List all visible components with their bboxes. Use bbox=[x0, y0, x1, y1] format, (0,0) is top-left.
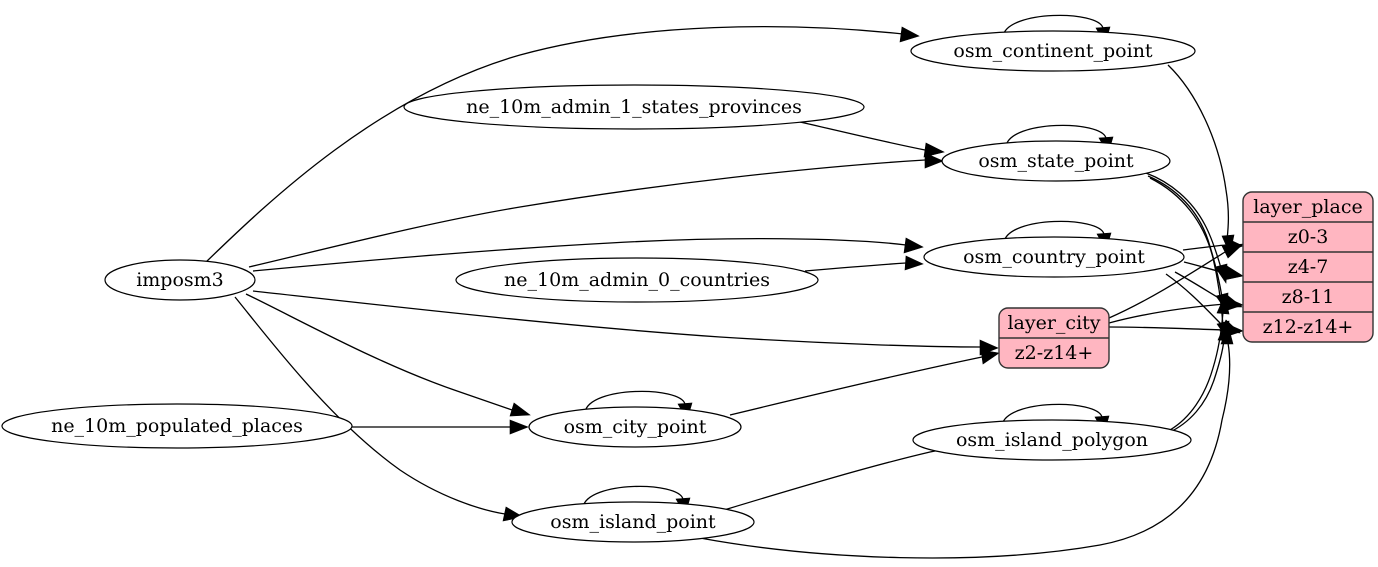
edge-osm-island-polygon-to-layer-place-z8-11 bbox=[1169, 294, 1230, 431]
record-row-layer-city-title: layer_city bbox=[1007, 312, 1100, 334]
node-ne-10m-populated-places[interactable]: ne_10m_populated_places bbox=[1, 403, 353, 449]
node-label-imposm3: imposm3 bbox=[136, 269, 224, 291]
node-label-ne-10m-admin-0-countries: ne_10m_admin_0_countries bbox=[504, 269, 770, 291]
edge-osm-country-point-to-layer-place-z4-7 bbox=[1183, 261, 1244, 281]
node-imposm3[interactable]: imposm3 bbox=[104, 259, 256, 301]
node-osm-island-point[interactable]: osm_island_point bbox=[511, 501, 755, 543]
node-label-osm-island-polygon: osm_island_polygon bbox=[956, 429, 1148, 451]
record-node-layer-city[interactable]: layer_city z2-z14+ bbox=[998, 307, 1110, 369]
node-osm-island-polygon[interactable]: osm_island_polygon bbox=[912, 419, 1192, 461]
node-label-ne-10m-populated-places: ne_10m_populated_places bbox=[51, 415, 303, 437]
node-osm-city-point[interactable]: osm_city_point bbox=[528, 406, 742, 448]
node-label-ne-10m-admin-1-states-provinces: ne_10m_admin_1_states_provinces bbox=[466, 96, 802, 118]
edge-imposm3-to-osm-state-point bbox=[248, 152, 944, 268]
record-row-layer-place-z8-11[interactable]: z8-11 bbox=[1282, 286, 1335, 308]
record-row-layer-place-z12-z14[interactable]: z12-z14+ bbox=[1263, 316, 1354, 338]
edge-layer-city-to-layer-place-z0-3 bbox=[1108, 243, 1244, 319]
record-row-layer-place-z4-7[interactable]: z4-7 bbox=[1288, 256, 1329, 278]
node-osm-continent-point[interactable]: osm_continent_point bbox=[910, 30, 1196, 72]
node-layer: imposm3 ne_10m_admin_1_states_provinces … bbox=[1, 30, 1196, 543]
edge-imposm3-to-osm-country-point bbox=[252, 237, 924, 272]
record-node-layer-place[interactable]: layer_place z0-3 z4-7 z8-11 z12-z14+ bbox=[1242, 191, 1374, 343]
node-label-osm-state-point: osm_state_point bbox=[978, 150, 1134, 172]
edge-osm-island-polygon-to-layer-place-z12-z14 bbox=[1167, 321, 1231, 434]
record-row-layer-place-z0-3[interactable]: z0-3 bbox=[1288, 226, 1329, 248]
node-ne-10m-admin-0-countries[interactable]: ne_10m_admin_0_countries bbox=[455, 257, 819, 303]
edge-ne-countries-to-osm-country-point bbox=[804, 255, 924, 272]
edge-imposm3-to-osm-city-point bbox=[245, 293, 531, 417]
record-row-layer-city-z2-z14[interactable]: z2-z14+ bbox=[1015, 342, 1094, 364]
edge-ne-populated-to-osm-city-point bbox=[352, 419, 529, 435]
node-label-osm-continent-point: osm_continent_point bbox=[953, 40, 1153, 62]
node-osm-country-point[interactable]: osm_country_point bbox=[923, 236, 1185, 278]
edge-osm-island-point-to-layer-place-z12-z14 bbox=[699, 324, 1234, 559]
node-label-osm-island-point: osm_island_point bbox=[550, 511, 716, 533]
edge-osm-city-point-to-layer-city bbox=[729, 349, 1000, 416]
record-row-layer-place-title: layer_place bbox=[1253, 196, 1362, 218]
node-ne-10m-admin-1-states-provinces[interactable]: ne_10m_admin_1_states_provinces bbox=[403, 84, 865, 130]
node-label-osm-country-point: osm_country_point bbox=[963, 246, 1145, 268]
node-osm-state-point[interactable]: osm_state_point bbox=[941, 140, 1171, 182]
edge-imposm3-to-osm-continent-point bbox=[204, 26, 920, 264]
node-label-osm-city-point: osm_city_point bbox=[564, 416, 707, 438]
edge-ne-states-to-osm-state-point bbox=[799, 121, 945, 158]
